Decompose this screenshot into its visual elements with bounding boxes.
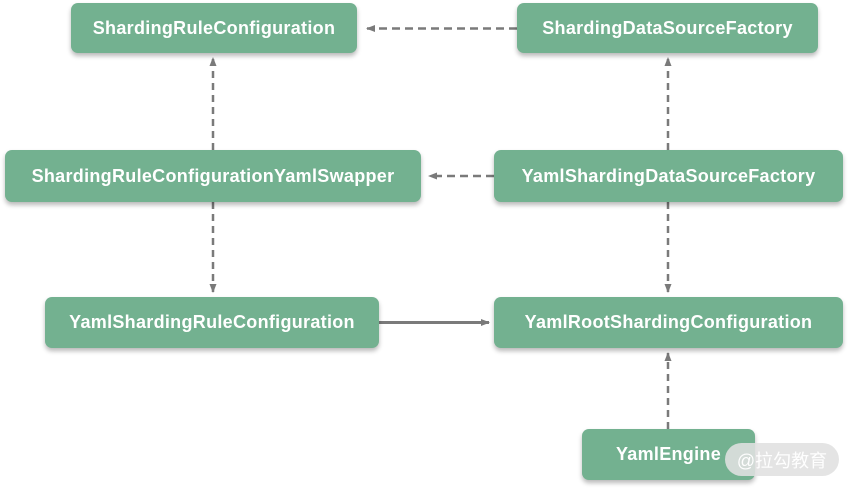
node-yaml-root-sharding-configuration: YamlRootShardingConfiguration	[494, 297, 843, 348]
node-label: ShardingDataSourceFactory	[542, 17, 793, 38]
node-label: YamlEngine	[615, 444, 722, 464]
node-yaml-sharding-rule-configuration: YamlShardingRuleConfiguration	[45, 297, 379, 348]
node-sharding-rule-configuration-yaml-swapper: ShardingRuleConfigurationYamlSwapper	[5, 150, 421, 202]
node-label: ShardingRuleConfiguration	[92, 17, 336, 38]
node-label: YamlShardingRuleConfiguration	[69, 312, 355, 332]
node-yaml-sharding-data-source-factory: YamlShardingDataSourceFactory	[494, 150, 843, 202]
node-sharding-data-source-factory: ShardingDataSourceFactory	[517, 3, 818, 53]
node-label: YamlRootShardingConfiguration	[524, 312, 813, 332]
node-sharding-rule-configuration: ShardingRuleConfiguration	[71, 3, 357, 53]
watermark-text: @拉勾教育	[736, 450, 828, 471]
watermark-badge: @拉勾教育	[725, 443, 839, 476]
node-label: ShardingRuleConfigurationYamlSwapper	[31, 165, 395, 186]
node-yaml-engine: YamlEngine	[582, 429, 755, 480]
node-label: YamlShardingDataSourceFactory	[521, 165, 816, 186]
